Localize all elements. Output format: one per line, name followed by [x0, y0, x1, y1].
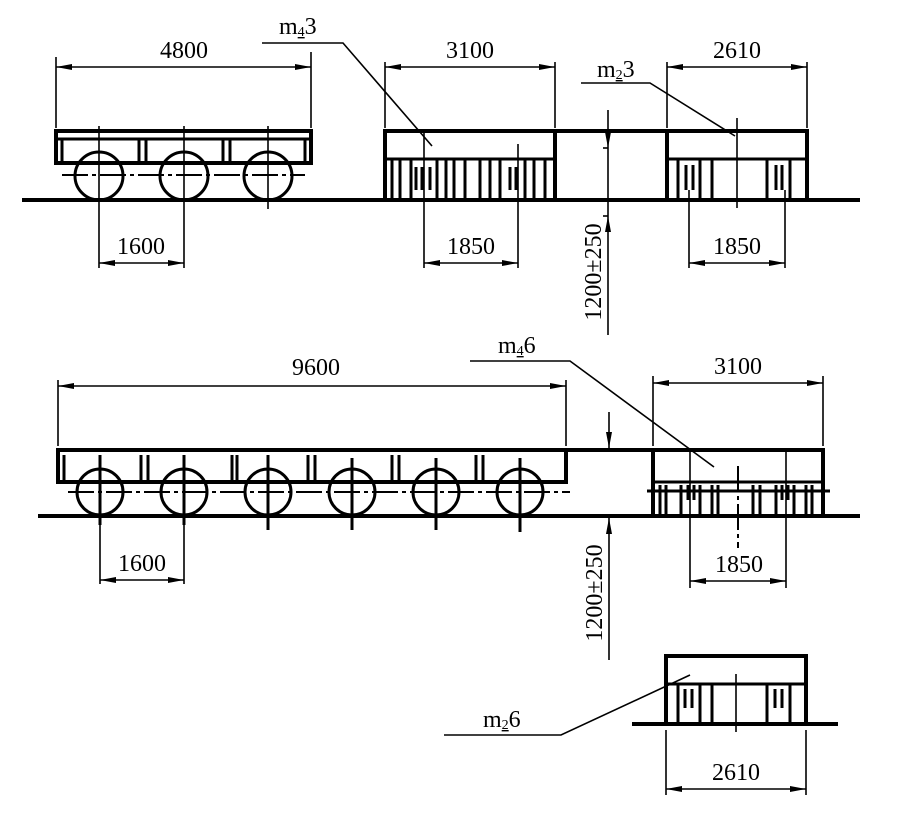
module-large [647, 448, 830, 588]
dim-text: 1200±250 [582, 544, 608, 641]
deck-posts [62, 455, 485, 482]
dim-text: 1600 [118, 551, 166, 577]
dim-text: 1600 [117, 234, 165, 260]
view-bottom: 2610 m26 [444, 654, 838, 795]
module-small [664, 654, 808, 732]
view-top: 4800 1600 [22, 14, 860, 335]
leader-label-m2-6: m26 [444, 674, 691, 736]
dimension-module-axle: 1850 [690, 552, 786, 584]
module-legs [676, 159, 792, 200]
module-label: m23 [597, 57, 635, 83]
dimension-height: 1200±250 [581, 110, 611, 335]
trailer-deck [56, 448, 568, 484]
dim-text: 2610 [712, 760, 760, 786]
module-label: m26 [483, 707, 521, 733]
dimension-overall-length: 9600 [57, 355, 567, 446]
dimension-module-width: 3100 [384, 38, 556, 128]
leader-label-m4-3: m43 [262, 14, 433, 147]
module-label: m43 [279, 14, 317, 40]
dim-text: 4800 [160, 38, 208, 64]
module-body [383, 129, 557, 202]
dim-text: 1850 [715, 552, 763, 578]
module-small [665, 118, 809, 268]
trailer-3-axle [54, 126, 313, 268]
dim-text: 9600 [292, 355, 340, 381]
dimension-module-width: 2610 [666, 38, 808, 128]
dimension-overall-length: 4800 [55, 38, 312, 128]
dimension-axle-spacing: 1600 [100, 551, 184, 583]
module-label: m46 [498, 333, 536, 359]
wheel-centerlines [98, 455, 522, 532]
dimension-module-axle: 1850 [424, 234, 518, 266]
leader-label-m4-6: m46 [470, 333, 715, 468]
dim-text: 2610 [713, 38, 761, 64]
dimension-height: 1200±250 [582, 412, 612, 660]
dimension-module-width: 2610 [665, 730, 807, 795]
module-legs [658, 485, 814, 516]
trailer-6-axle [56, 448, 653, 584]
module-legs [676, 684, 792, 724]
dimension-module-axle: 1850 [689, 234, 785, 266]
dim-text: 1200±250 [581, 223, 607, 320]
dim-text: 1850 [447, 234, 495, 260]
dim-text: 3100 [714, 354, 762, 380]
module-large [383, 129, 557, 268]
view-middle: 9600 1600 1200±250 [38, 333, 860, 660]
dim-text: 1850 [713, 234, 761, 260]
dimension-axle-spacing: 1600 [99, 234, 184, 266]
dim-text: 3100 [446, 38, 494, 64]
module-legs [390, 159, 547, 200]
dimension-module-width: 3100 [652, 354, 824, 446]
leader-label-m2-3: m23 [581, 57, 736, 137]
